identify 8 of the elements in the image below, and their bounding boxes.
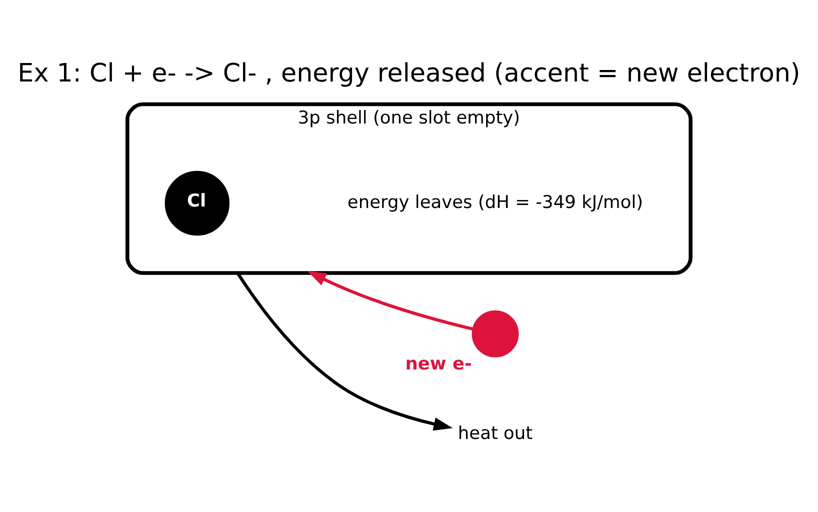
node-text: heat out <box>458 423 533 444</box>
diagram-title: Ex 1: Cl + e- -> Cl- , energy released (accent = new electron) <box>18 56 800 87</box>
arrow <box>236 272 453 430</box>
node-label: new e- <box>405 354 472 374</box>
label: energy leaves (dH = -349 kJ/mol) <box>347 192 644 212</box>
node-circle <box>472 310 519 357</box>
node-circle: Cl <box>164 170 230 236</box>
arrow <box>307 270 474 330</box>
